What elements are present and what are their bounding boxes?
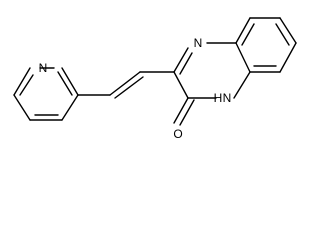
benzo-ring	[235, 17, 297, 73]
carbonyl-oxygen-label: O	[173, 127, 182, 141]
bond-benzo-1-inner	[241, 23, 255, 46]
bond-c3-n4	[173, 47, 189, 73]
bond-pyridine-1	[13, 67, 31, 96]
pyridine-nitrogen-label: N	[39, 61, 48, 75]
amide-hydrogen-label: H	[214, 91, 223, 105]
bond-benzo-3-inner	[275, 23, 290, 46]
bond-c2-o	[173, 97, 189, 124]
bond-benzo-3	[279, 17, 297, 44]
amide-nitrogen-label: N	[223, 91, 232, 105]
bond-n1-c8a	[233, 71, 251, 99]
bond-pyridine-5	[61, 67, 79, 96]
bond-pyridine-5-inner	[57, 71, 73, 96]
bond-pyridine-2	[13, 94, 31, 121]
bond-c3-n4-inner	[179, 52, 193, 75]
bond-c2-o-inner	[179, 99, 195, 126]
vinyl-linker	[77, 71, 175, 99]
bond-benzo-1	[235, 17, 251, 44]
bond-c3-c2	[173, 71, 189, 99]
bond-c4a-c8a	[235, 42, 251, 73]
bond-vinyl-double	[109, 71, 141, 96]
ring-nitrogen-label: N	[194, 36, 203, 50]
bond-vinyl-double-inner	[114, 76, 144, 99]
bond-benzo-4	[279, 42, 297, 73]
pyrazinone-ring	[173, 42, 251, 126]
pyridine-ring	[13, 67, 79, 121]
molecule-structure-diagram: N N H N O	[13, 17, 297, 141]
bond-pyridine-4	[61, 94, 79, 121]
bond-pyridine-1-inner	[19, 74, 34, 96]
